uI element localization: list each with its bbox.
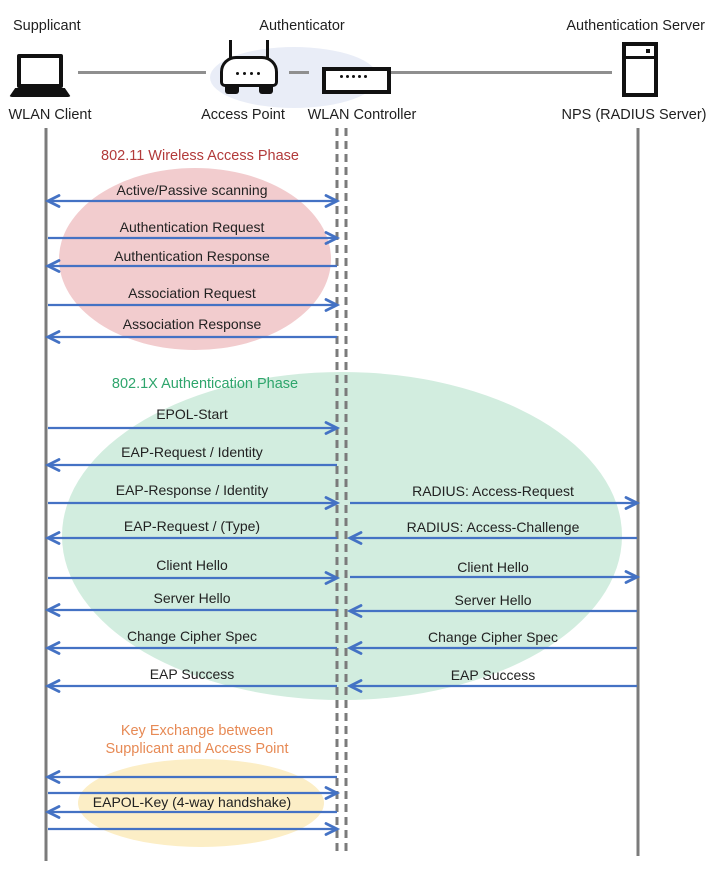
laptop-base bbox=[9, 88, 71, 97]
arrowhead-right-icon bbox=[324, 571, 341, 585]
led-dot bbox=[250, 72, 253, 75]
arrowhead-left-icon bbox=[44, 259, 61, 273]
arrowhead-left-icon bbox=[346, 531, 363, 545]
arrowhead-left-icon bbox=[44, 531, 61, 545]
message-label: EAP-Response / Identity bbox=[115, 482, 269, 498]
access-point-foot bbox=[259, 87, 273, 94]
led-dot bbox=[352, 75, 355, 78]
arrowhead-right-icon bbox=[624, 570, 641, 584]
message-label: RADIUS: Access-Request bbox=[412, 483, 574, 499]
wlan-controller-icon bbox=[322, 67, 391, 94]
arrowhead-right-icon bbox=[324, 822, 341, 836]
arrowhead-right-icon bbox=[324, 496, 341, 510]
access-point-icon bbox=[220, 40, 278, 94]
node-label-access-point: Access Point bbox=[201, 107, 285, 123]
node-label-nps-radius-server: NPS (RADIUS Server) bbox=[561, 107, 707, 123]
connector-controller-to-server bbox=[390, 71, 612, 74]
arrowhead-right-icon bbox=[324, 194, 341, 208]
connector-ap-to-controller bbox=[289, 71, 309, 74]
message-label: Client Hello bbox=[457, 559, 529, 575]
phase1-ellipse bbox=[59, 168, 331, 350]
message-label: EAP-Request / (Type) bbox=[123, 518, 261, 534]
arrowhead-left-icon bbox=[44, 679, 61, 693]
phase1-title: 802.11 Wireless Access Phase bbox=[101, 148, 299, 164]
arrowhead-left-icon bbox=[44, 770, 61, 784]
arrowhead-left-icon bbox=[44, 603, 61, 617]
message-label: Authentication Request bbox=[119, 219, 265, 235]
message-label: Change Cipher Spec bbox=[127, 628, 257, 644]
antenna-icon bbox=[266, 40, 269, 59]
message-label: EAP Success bbox=[149, 666, 235, 682]
message-label: Association Request bbox=[128, 285, 256, 301]
message-label: EAP-Request / Identity bbox=[121, 444, 263, 460]
role-label-authentication-server: Authentication Server bbox=[566, 18, 705, 34]
phase2-ellipse bbox=[62, 372, 622, 700]
role-label-authenticator: Authenticator bbox=[259, 18, 345, 34]
arrowhead-left-icon bbox=[346, 641, 363, 655]
led-dot bbox=[236, 72, 239, 75]
arrowhead-left-icon bbox=[44, 458, 61, 472]
led-dot bbox=[364, 75, 367, 78]
connector-client-to-ap bbox=[78, 71, 206, 74]
phase3-title-line1: Key Exchange between bbox=[120, 723, 274, 739]
message-label: EPOL-Start bbox=[156, 406, 228, 422]
message-label: Association Response bbox=[122, 316, 262, 332]
message-label: Client Hello bbox=[156, 557, 228, 573]
arrowhead-right-icon bbox=[624, 496, 641, 510]
laptop-screen bbox=[17, 54, 63, 88]
arrowhead-right-icon bbox=[324, 231, 341, 245]
antenna-icon bbox=[229, 40, 232, 59]
phase3-ellipse bbox=[78, 759, 324, 847]
arrowhead-left-icon bbox=[44, 641, 61, 655]
message-label: Authentication Response bbox=[114, 248, 270, 264]
server-panel-divider bbox=[626, 56, 654, 59]
led-dot bbox=[346, 75, 349, 78]
phase3-title-line2: Supplicant and Access Point bbox=[105, 741, 289, 757]
access-point-foot bbox=[225, 87, 239, 94]
led-dot bbox=[257, 72, 260, 75]
arrowhead-left-icon bbox=[346, 604, 363, 618]
led-dot bbox=[340, 75, 343, 78]
message-label: Server Hello bbox=[454, 592, 532, 608]
message-label: Active/Passive scanning bbox=[116, 182, 268, 198]
message-label: EAPOL-Key (4-way handshake) bbox=[92, 794, 292, 810]
message-label: Change Cipher Spec bbox=[428, 629, 558, 645]
node-label-wlan-client: WLAN Client bbox=[8, 107, 92, 123]
server-icon bbox=[622, 42, 658, 97]
phase2-title: 802.1X Authentication Phase bbox=[111, 376, 299, 392]
message-label: EAP Success bbox=[450, 667, 536, 683]
led-dot bbox=[646, 49, 650, 53]
arrowhead-left-icon bbox=[346, 679, 363, 693]
arrowhead-right-icon bbox=[324, 786, 341, 800]
node-label-wlan-controller: WLAN Controller bbox=[307, 107, 417, 123]
role-label-supplicant: Supplicant bbox=[13, 18, 81, 34]
led-dot bbox=[243, 72, 246, 75]
led-dot bbox=[358, 75, 361, 78]
arrowhead-left-icon bbox=[44, 330, 61, 344]
arrowhead-right-icon bbox=[324, 298, 341, 312]
message-label: RADIUS: Access-Challenge bbox=[406, 519, 580, 535]
arrowhead-right-icon bbox=[324, 421, 341, 435]
laptop-icon bbox=[9, 54, 71, 97]
arrowhead-left-icon bbox=[44, 805, 61, 819]
arrowhead-left-icon bbox=[44, 194, 61, 208]
message-label: Server Hello bbox=[153, 590, 231, 606]
access-point-body bbox=[220, 56, 278, 87]
